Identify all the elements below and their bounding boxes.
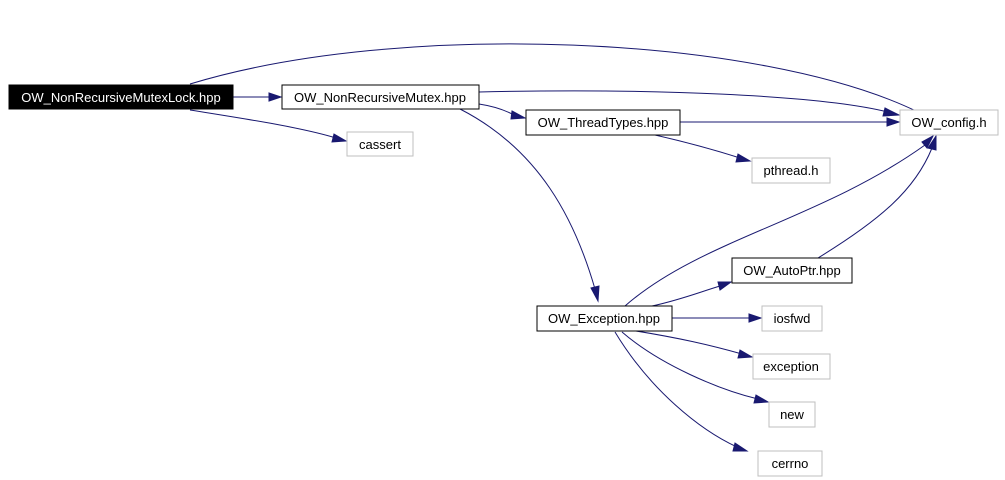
node-label-new: new [780, 407, 804, 422]
node-ow-threadtypes-hpp[interactable]: OW_ThreadTypes.hpp [525, 109, 681, 136]
edge-mutex-to-config [478, 90, 889, 113]
node-label-pthread-h: pthread.h [764, 163, 819, 178]
arrowhead-mutex-to-exception-hpp [590, 285, 600, 303]
node-ow-nonrecursivemutex-hpp[interactable]: OW_NonRecursiveMutex.hpp [281, 84, 480, 110]
node-label-ow-exception-hpp: OW_Exception.hpp [548, 311, 660, 326]
node-exception[interactable]: exception [752, 353, 831, 380]
arrowhead-exception-hpp-to-new [753, 394, 770, 404]
arrowhead-mutex-to-threadtypes [510, 110, 527, 120]
edge-lock-to-cassert [189, 109, 337, 139]
arrowhead-lock-to-cassert [331, 133, 348, 143]
edge-exception-hpp-to-exception [629, 329, 743, 355]
node-label-iosfwd: iosfwd [774, 311, 811, 326]
node-ow-config-h[interactable]: OW_config.h [899, 109, 999, 136]
arrowhead-exception-hpp-to-cerrno [732, 442, 749, 452]
edge-exception-hpp-to-config [624, 144, 926, 307]
arrowhead-exception-hpp-to-autoptr [717, 281, 733, 291]
arrowhead-exception-hpp-to-exception [737, 349, 754, 359]
node-label-ow-threadtypes-hpp: OW_ThreadTypes.hpp [538, 115, 669, 130]
arrowhead-exception-hpp-to-iosfwd [748, 313, 763, 323]
node-label-ow-config-h: OW_config.h [911, 115, 986, 130]
edge-exception-hpp-to-autoptr [651, 285, 721, 307]
edge-mutex-to-exception-hpp [459, 108, 596, 290]
edge-exception-hpp-to-cerrno [614, 331, 738, 448]
nodes-layer: OW_NonRecursiveMutexLock.hpp OW_NonRecur… [8, 84, 999, 477]
arrowhead-autoptr-to-config [927, 134, 937, 151]
node-label-cassert: cassert [359, 137, 401, 152]
arrowhead-threadtypes-to-config [886, 117, 901, 127]
node-label-ow-nonrecursivemutex-hpp: OW_NonRecursiveMutex.hpp [294, 90, 466, 105]
node-iosfwd[interactable]: iosfwd [761, 305, 823, 332]
node-label-cerrno: cerrno [772, 456, 809, 471]
node-label-ow-nonrecursivemutexlock-hpp: OW_NonRecursiveMutexLock.hpp [21, 90, 220, 105]
node-ow-autoptr-hpp[interactable]: OW_AutoPtr.hpp [731, 257, 853, 284]
node-cerrno[interactable]: cerrno [757, 450, 823, 477]
edge-mutex-to-threadtypes [478, 103, 515, 116]
arrowhead-mutex-to-config [882, 107, 901, 117]
arrowhead-exception-hpp-to-config [921, 134, 935, 149]
node-cassert[interactable]: cassert [346, 131, 414, 157]
arrowhead-lock-to-mutex [268, 92, 283, 102]
node-label-exception: exception [763, 359, 819, 374]
node-ow-exception-hpp[interactable]: OW_Exception.hpp [536, 305, 673, 332]
node-ow-nonrecursivemutexlock-hpp[interactable]: OW_NonRecursiveMutexLock.hpp [8, 84, 234, 110]
edge-lock-to-config [189, 43, 919, 113]
node-pthread-h[interactable]: pthread.h [751, 157, 831, 184]
edge-autoptr-to-config [817, 147, 933, 259]
edge-exception-hpp-to-new [621, 331, 759, 400]
node-label-ow-autoptr-hpp: OW_AutoPtr.hpp [743, 263, 841, 278]
node-new[interactable]: new [768, 401, 816, 428]
edge-threadtypes-to-pthread [654, 134, 741, 159]
arrowhead-threadtypes-to-pthread [735, 153, 752, 163]
